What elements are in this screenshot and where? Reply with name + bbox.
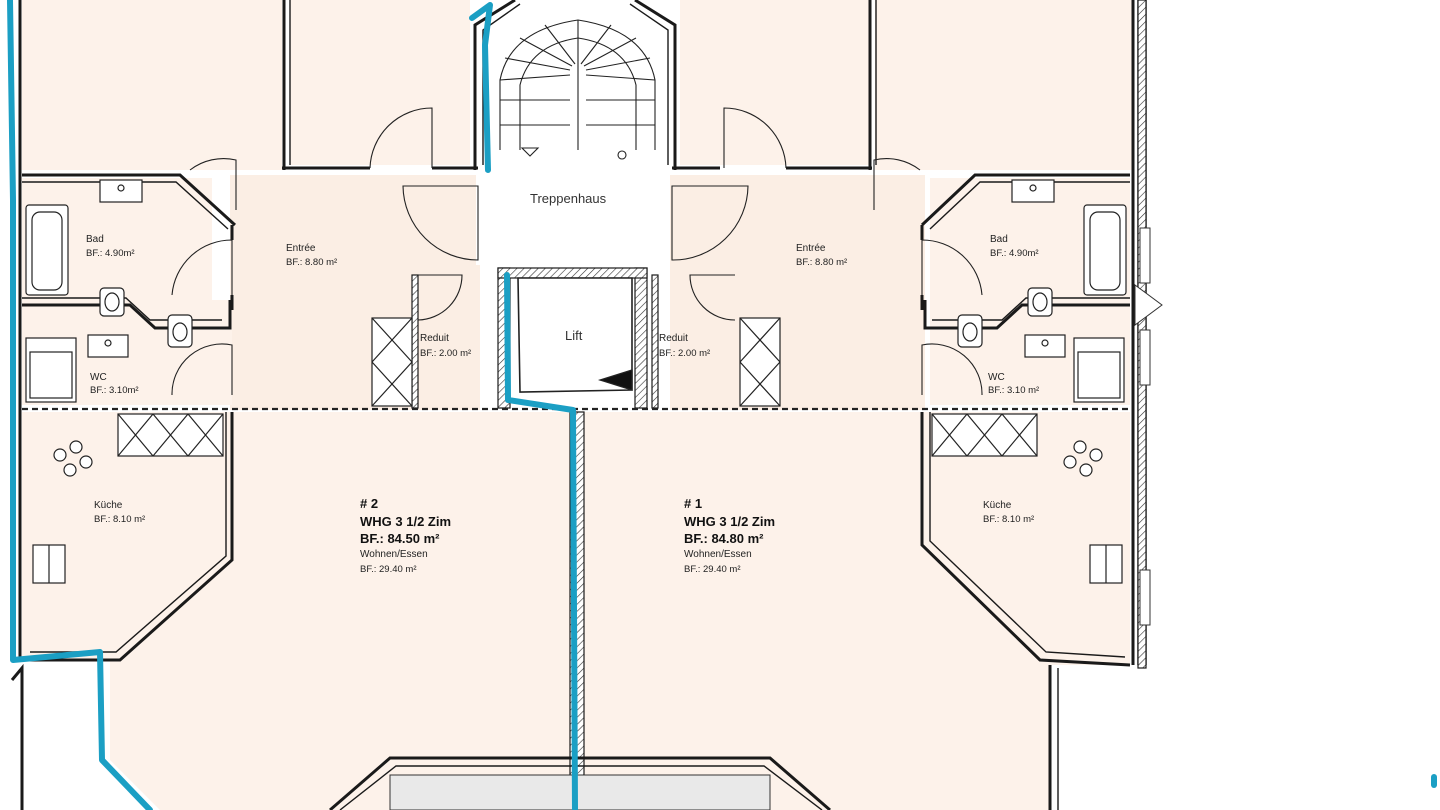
unit-1-living: Wohnen/Essen — [684, 549, 752, 560]
label-kueche-left: Küche — [94, 500, 123, 511]
label-bad-right: Bad — [990, 234, 1008, 245]
unit-1-floor — [582, 412, 1130, 810]
unit-1-number: # 1 — [684, 496, 702, 511]
unit-2-living: Wohnen/Essen — [360, 549, 428, 560]
area-reduit-right: BF.: 2.00 m² — [659, 348, 710, 359]
staircase — [499, 19, 656, 160]
unit-2-number: # 2 — [360, 496, 378, 511]
unit-2-type: WHG 3 1/2 Zim — [360, 514, 451, 529]
unit-2-floor — [22, 412, 570, 810]
sanitary-fixtures — [25, 179, 1127, 584]
unit-1-area: BF.: 84.80 m² — [684, 531, 764, 546]
label-entree-right: Entrée — [796, 243, 826, 254]
label-wc-left: WC — [90, 372, 107, 383]
entree-right-floor — [670, 175, 925, 410]
unit-1-living-area: BF.: 29.40 m² — [684, 564, 741, 575]
room-top-left — [22, 0, 282, 170]
label-kueche-right: Küche — [983, 500, 1012, 511]
unit-2-area: BF.: 84.50 m² — [360, 531, 440, 546]
hall-doors — [171, 107, 983, 396]
unit-2-living-area: BF.: 29.40 m² — [360, 564, 417, 575]
area-wc-right: BF.: 3.10 m² — [988, 385, 1039, 396]
treppenhaus-floor — [476, 160, 670, 265]
label-treppenhaus: Treppenhaus — [530, 191, 607, 206]
room-top-center-left — [290, 0, 470, 165]
room-top-center-right — [680, 0, 870, 165]
area-reduit-left: BF.: 2.00 m² — [420, 348, 471, 359]
area-kueche-left: BF.: 8.10 m² — [94, 514, 145, 525]
area-kueche-right: BF.: 8.10 m² — [983, 514, 1034, 525]
labels: Treppenhaus Lift Bad BF.: 4.90m² Entrée … — [86, 191, 1039, 575]
area-bad-right: BF.: 4.90m² — [990, 248, 1039, 259]
label-entree-left: Entrée — [286, 243, 316, 254]
entree-left-floor — [230, 175, 480, 410]
label-reduit-left: Reduit — [420, 333, 449, 344]
area-wc-left: BF.: 3.10m² — [90, 385, 139, 396]
cabinets — [117, 317, 1038, 457]
label-bad-left: Bad — [86, 234, 104, 245]
unit-1-type: WHG 3 1/2 Zim — [684, 514, 775, 529]
room-top-right — [875, 0, 1133, 170]
area-entree-right: BF.: 8.80 m² — [796, 257, 847, 268]
area-entree-left: BF.: 8.80 m² — [286, 257, 337, 268]
label-reduit-right: Reduit — [659, 333, 688, 344]
area-bad-left: BF.: 4.90m² — [86, 248, 135, 259]
boundary-lines — [7, 0, 1437, 810]
label-wc-right: WC — [988, 372, 1005, 383]
label-lift: Lift — [565, 328, 583, 343]
